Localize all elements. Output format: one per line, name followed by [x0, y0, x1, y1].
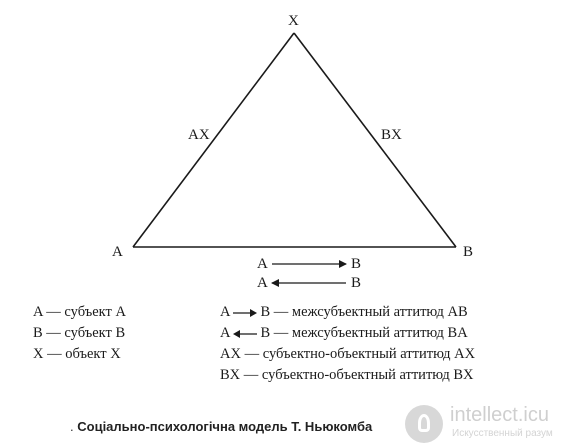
legend-ba-to: B	[260, 325, 271, 341]
right-arrow-icon	[233, 308, 258, 317]
edge-label-ax: AX	[188, 127, 210, 143]
caption-prefix: .	[70, 419, 74, 434]
legend-right-item-ab: A B — межсубъектный аттитюд AB	[220, 302, 475, 323]
arrow-forward-to: B	[351, 256, 362, 272]
vertex-label-x: X	[288, 13, 299, 29]
legend-ab-text: — межсубъектный аттитюд AB	[273, 304, 468, 320]
watermark: intellect.icu Искусственный разум	[405, 402, 565, 446]
vertex-label-a: A	[112, 244, 123, 260]
figure-caption: . Соціально-психологічна модель Т. Ньюко…	[70, 419, 372, 434]
legend-right-item-ax: AX — субъектно-объектный аттитюд AX	[220, 346, 476, 362]
watermark-subtitle: Искусственный разум	[452, 428, 553, 439]
arrow-backward-to: B	[351, 275, 362, 291]
caption-text: Соціально-психологічна модель Т. Ньюкомб…	[77, 419, 373, 434]
legend-left-item: A — субъект A	[33, 304, 126, 320]
left-arrow-icon	[233, 329, 258, 338]
legend-right-item-bx: BX — субъектно-объектный аттитюд BX	[220, 367, 474, 383]
legend-ab-to: B	[260, 304, 271, 320]
legend-ba-from: A	[220, 325, 231, 341]
legend-ba-text: — межсубъектный аттитюд BA	[273, 325, 468, 341]
edge-label-bx: BX	[381, 127, 402, 143]
legend-left: A — субъект A B — субъект B X — объект X	[33, 302, 126, 365]
legend-right-item-ba: A B — межсубъектный аттитюд BA	[220, 323, 475, 344]
watermark-logo-icon	[405, 405, 443, 443]
vertex-label-b: B	[463, 244, 474, 260]
arrow-backward-from: A	[257, 275, 268, 291]
arrow-forward-from: A	[257, 256, 268, 272]
legend-right: A B — межсубъектный аттитюд AB A B — межсу…	[220, 302, 475, 386]
legend-left-item: X — объект X	[33, 346, 121, 362]
watermark-title: intellect.icu	[450, 404, 549, 426]
legend-ab-from: A	[220, 304, 231, 320]
legend-left-item: B — субъект B	[33, 325, 126, 341]
triangle-edge-ax	[132, 32, 295, 248]
triangle-edge-bx	[293, 32, 457, 248]
